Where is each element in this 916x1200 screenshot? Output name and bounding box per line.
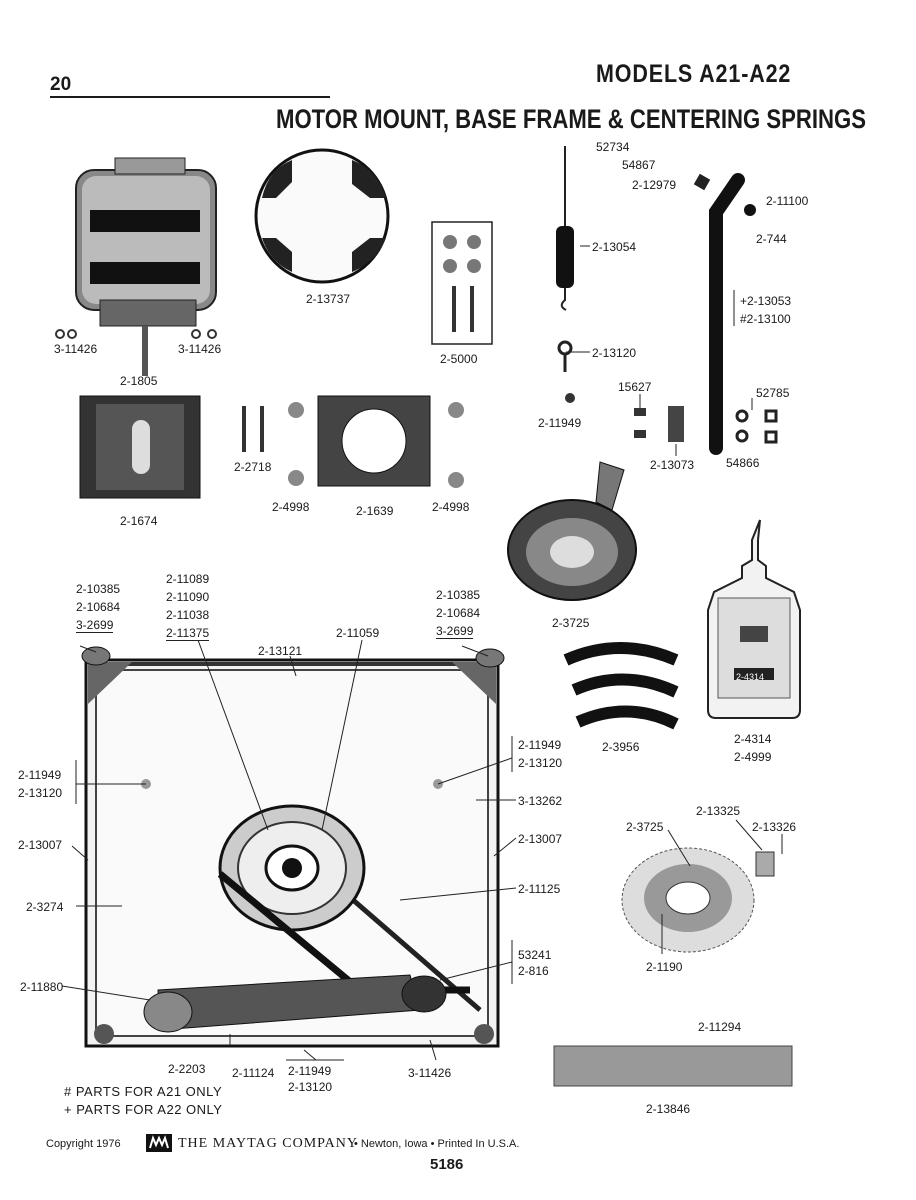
part-label-2-2718: 2-2718 xyxy=(234,460,272,474)
part-label-2-3725-lower: 2-3725 xyxy=(626,820,664,834)
part-label-2-11059: 2-11059 xyxy=(336,626,380,640)
part-label-2-10385-left: 2-10385 xyxy=(76,582,121,596)
part-label-2-1805: 2-1805 xyxy=(120,374,158,388)
bearing-assembly xyxy=(621,847,775,953)
part-label-2-11089: 2-11089 xyxy=(166,572,210,586)
part-label-2-11124: 2-11124 xyxy=(232,1066,275,1080)
part-label-2-1674: 2-1674 xyxy=(120,514,158,528)
part-label-2-4314: 2-4314 xyxy=(734,732,772,746)
part-label-2-1190: 2-1190 xyxy=(646,960,683,974)
part-label-2-10684-left: 2-10684 xyxy=(76,600,121,614)
part-label-2-11949-right: 2-11949 xyxy=(518,738,562,752)
part-label-3-11426-left: 3-11426 xyxy=(54,342,98,356)
footer-location: • Newton, Iowa • Printed In U.S.A. xyxy=(354,1138,520,1150)
part-label-2-11949-left: 2-11949 xyxy=(18,768,62,782)
part-label-2-13737: 2-13737 xyxy=(306,292,351,306)
part-label-2-13054: 2-13054 xyxy=(592,240,637,254)
part-label-2-3725-top: 2-3725 xyxy=(552,616,590,630)
lubricant-bottle xyxy=(707,519,801,719)
hardware-kit-card xyxy=(431,221,493,345)
part-label-52785: 52785 xyxy=(756,386,790,400)
footer-company: THE MAYTAG COMPANY xyxy=(178,1136,358,1151)
note-a21-only: # PARTS FOR A21 ONLY xyxy=(64,1084,223,1099)
models-heading: MODELS A21-A22 xyxy=(596,60,792,88)
motor-bracket xyxy=(79,395,201,499)
leader-lines xyxy=(61,245,783,1061)
part-label-2-3274: 2-3274 xyxy=(26,900,64,914)
part-label-2-1639: 2-1639 xyxy=(356,504,394,518)
part-label-2-816: 2-816 xyxy=(518,964,549,978)
part-label-2-11125: 2-11125 xyxy=(518,882,561,896)
part-label-2-10684-right: 2-10684 xyxy=(436,606,481,620)
maytag-logo-icon xyxy=(146,1134,172,1152)
cover-plate xyxy=(254,148,390,284)
part-label-2-13073: 2-13073 xyxy=(650,458,695,472)
page-number: 20 xyxy=(50,74,72,95)
part-label-15627: 15627 xyxy=(618,380,652,394)
part-label-2-13100: #2-13100 xyxy=(740,312,791,326)
part-label-2-13121: 2-13121 xyxy=(258,644,303,658)
part-label-2-13007-right: 2-13007 xyxy=(518,832,563,846)
motor-plate xyxy=(242,395,464,488)
part-label-2-13120-right: 2-13120 xyxy=(518,756,563,770)
part-label-2-13120-top: 2-13120 xyxy=(592,346,637,360)
part-label-2-10385-right: 2-10385 xyxy=(436,588,481,602)
section-title: MOTOR MOUNT, BASE FRAME & CENTERING SPRI… xyxy=(276,104,867,134)
part-label-2-12979: 2-12979 xyxy=(632,178,677,192)
part-label-2-4998-right: 2-4998 xyxy=(432,500,470,514)
part-label-2-13007-left: 2-13007 xyxy=(18,838,63,852)
part-label-2-744: 2-744 xyxy=(756,232,787,246)
note-a22-only: + PARTS FOR A22 ONLY xyxy=(64,1102,223,1117)
part-label-2-4998-left: 2-4998 xyxy=(272,500,310,514)
centering-springs xyxy=(563,642,679,730)
part-label-2-11880: 2-11880 xyxy=(20,980,64,994)
part-label-2-13846: 2-13846 xyxy=(646,1102,691,1116)
part-label-2-11949-bottom: 2-11949 xyxy=(288,1064,332,1078)
motor-illustration xyxy=(55,157,217,376)
part-label-2-5000: 2-5000 xyxy=(440,352,478,366)
part-label-2-13053: +2-13053 xyxy=(740,294,792,308)
spring-illustration xyxy=(556,146,574,311)
base-frame xyxy=(81,646,505,1048)
part-label-53241: 53241 xyxy=(518,948,552,962)
part-label-2-11038: 2-11038 xyxy=(166,608,210,622)
trim-strip xyxy=(553,1045,793,1087)
page-code: 5186 xyxy=(430,1156,464,1173)
part-label-2-11949-top: 2-11949 xyxy=(538,416,582,430)
part-label-2-2203: 2-2203 xyxy=(168,1062,206,1076)
footer-copyright: Copyright 1976 xyxy=(46,1138,121,1150)
part-label-3-13262: 3-13262 xyxy=(518,794,563,808)
part-label-2-11090: 2-11090 xyxy=(166,590,210,604)
part-label-2-3956: 2-3956 xyxy=(602,740,640,754)
part-label-54866: 54866 xyxy=(726,456,760,470)
part-label-2-11375: 2-11375 xyxy=(166,626,210,641)
pulley-illustration xyxy=(507,461,637,601)
small-hardware xyxy=(557,340,778,444)
header-rule xyxy=(50,96,330,98)
part-label-2-4999: 2-4999 xyxy=(734,750,772,764)
part-label-3-11426-bottom: 3-11426 xyxy=(408,1066,452,1080)
part-label-3-2699-right: 3-2699 xyxy=(436,624,474,639)
bottle-label-text: 2-4314 xyxy=(736,672,765,682)
part-label-2-13120-left: 2-13120 xyxy=(18,786,63,800)
part-label-52734: 52734 xyxy=(596,140,630,154)
part-label-2-11100: 2-11100 xyxy=(766,194,809,208)
part-label-2-13326: 2-13326 xyxy=(752,820,797,834)
part-label-2-13325: 2-13325 xyxy=(696,804,741,818)
part-label-2-13120-bottom: 2-13120 xyxy=(288,1080,333,1094)
part-label-3-11426-right: 3-11426 xyxy=(178,342,222,356)
suspension-rod xyxy=(693,173,756,455)
part-label-3-2699-left: 3-2699 xyxy=(76,618,114,633)
part-label-2-11294: 2-11294 xyxy=(698,1020,742,1034)
part-label-54867: 54867 xyxy=(622,158,656,172)
